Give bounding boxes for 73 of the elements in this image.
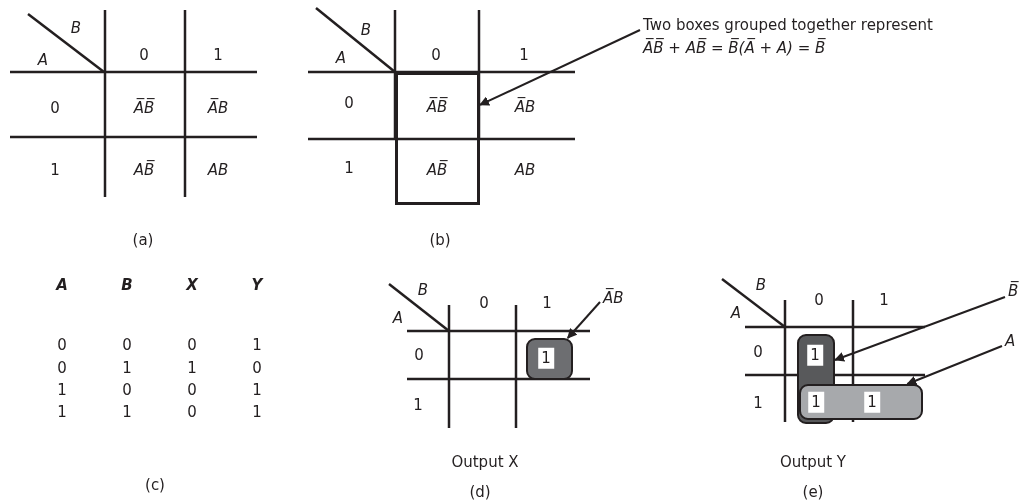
axis-value: 0 <box>50 99 60 117</box>
table-cell: 1 <box>57 381 67 399</box>
leader-arrow <box>479 29 641 106</box>
annotation-text: Two boxes grouped together represent <box>643 15 933 36</box>
variable-label: A <box>37 51 49 69</box>
term-label: B̅ <box>1008 280 1019 302</box>
table-cell: 1 <box>252 381 262 399</box>
table-cell: 1 <box>57 403 67 421</box>
table-cell: 1 <box>252 403 262 421</box>
cell-term: A̅B <box>514 98 536 116</box>
table-cell: 0 <box>57 336 67 354</box>
table-cell: 0 <box>122 381 132 399</box>
table-cell: 0 <box>187 403 197 421</box>
panel-caption: (e) <box>802 483 824 501</box>
axis-value: 1 <box>542 294 552 312</box>
axis-value: 0 <box>414 346 424 364</box>
axis-value: 1 <box>519 46 529 64</box>
variable-label: A <box>335 49 347 67</box>
table-cell: 0 <box>57 359 67 377</box>
cell-term: AB <box>207 161 229 179</box>
column-header: B <box>121 276 133 294</box>
cell-value: 1 <box>864 391 880 413</box>
variable-label: A <box>392 309 404 327</box>
cell-term: A̅B̅ <box>133 99 155 117</box>
grouping-box <box>395 72 480 205</box>
axis-value: 0 <box>344 94 354 112</box>
leader-arrow <box>834 296 1006 362</box>
panel-caption: (a) <box>132 231 154 249</box>
axis-value: 1 <box>879 291 889 309</box>
axis-value: 1 <box>344 159 354 177</box>
variable-label: B <box>70 19 82 37</box>
leader-arrow <box>566 301 601 339</box>
cell-value: 1 <box>538 347 554 369</box>
column-header: Y <box>251 276 263 294</box>
axis-value: 0 <box>753 343 763 361</box>
table-cell: 0 <box>187 381 197 399</box>
cell-term: AB <box>514 161 536 179</box>
column-header: X <box>186 276 198 294</box>
axis-value: 1 <box>753 394 763 412</box>
cell-value: 1 <box>807 344 823 366</box>
cell-term: A̅B <box>207 99 229 117</box>
leader-arrow <box>906 345 1003 386</box>
table-cell: 1 <box>122 403 132 421</box>
table-cell: 1 <box>122 359 132 377</box>
axis-value: 1 <box>213 46 223 64</box>
panel-caption: (d) <box>469 483 491 501</box>
cell-term: AB̅ <box>133 161 155 179</box>
term-label: A̅B <box>603 287 624 309</box>
output-caption: Output Y <box>780 453 846 471</box>
cell-value: 1 <box>808 391 824 413</box>
cell-term: AB̅ <box>426 161 448 179</box>
column-header: A <box>56 276 68 294</box>
table-cell: 0 <box>187 336 197 354</box>
panel-caption: (c) <box>145 476 165 494</box>
variable-label: B <box>417 281 429 299</box>
table-cell: 0 <box>252 359 262 377</box>
cell-term: A̅B̅ <box>426 98 448 116</box>
axis-value: 0 <box>814 291 824 309</box>
term-label: A <box>1005 331 1016 352</box>
table-cell: 0 <box>122 336 132 354</box>
axis-value: 0 <box>431 46 441 64</box>
equation-text: A̅B̅ + AB̅ = B̅(A̅ + A) = B̅ <box>643 37 826 59</box>
table-cell: 1 <box>187 359 197 377</box>
table-cell: 1 <box>252 336 262 354</box>
axis-value: 0 <box>139 46 149 64</box>
variable-label: B <box>360 21 372 39</box>
axis-value: 1 <box>413 396 423 414</box>
output-caption: Output X <box>451 453 519 471</box>
variable-label: B <box>755 276 767 294</box>
axis-value: 1 <box>50 161 60 179</box>
panel-caption: (b) <box>429 231 451 249</box>
axis-value: 0 <box>479 294 489 312</box>
variable-label: A <box>730 304 742 322</box>
